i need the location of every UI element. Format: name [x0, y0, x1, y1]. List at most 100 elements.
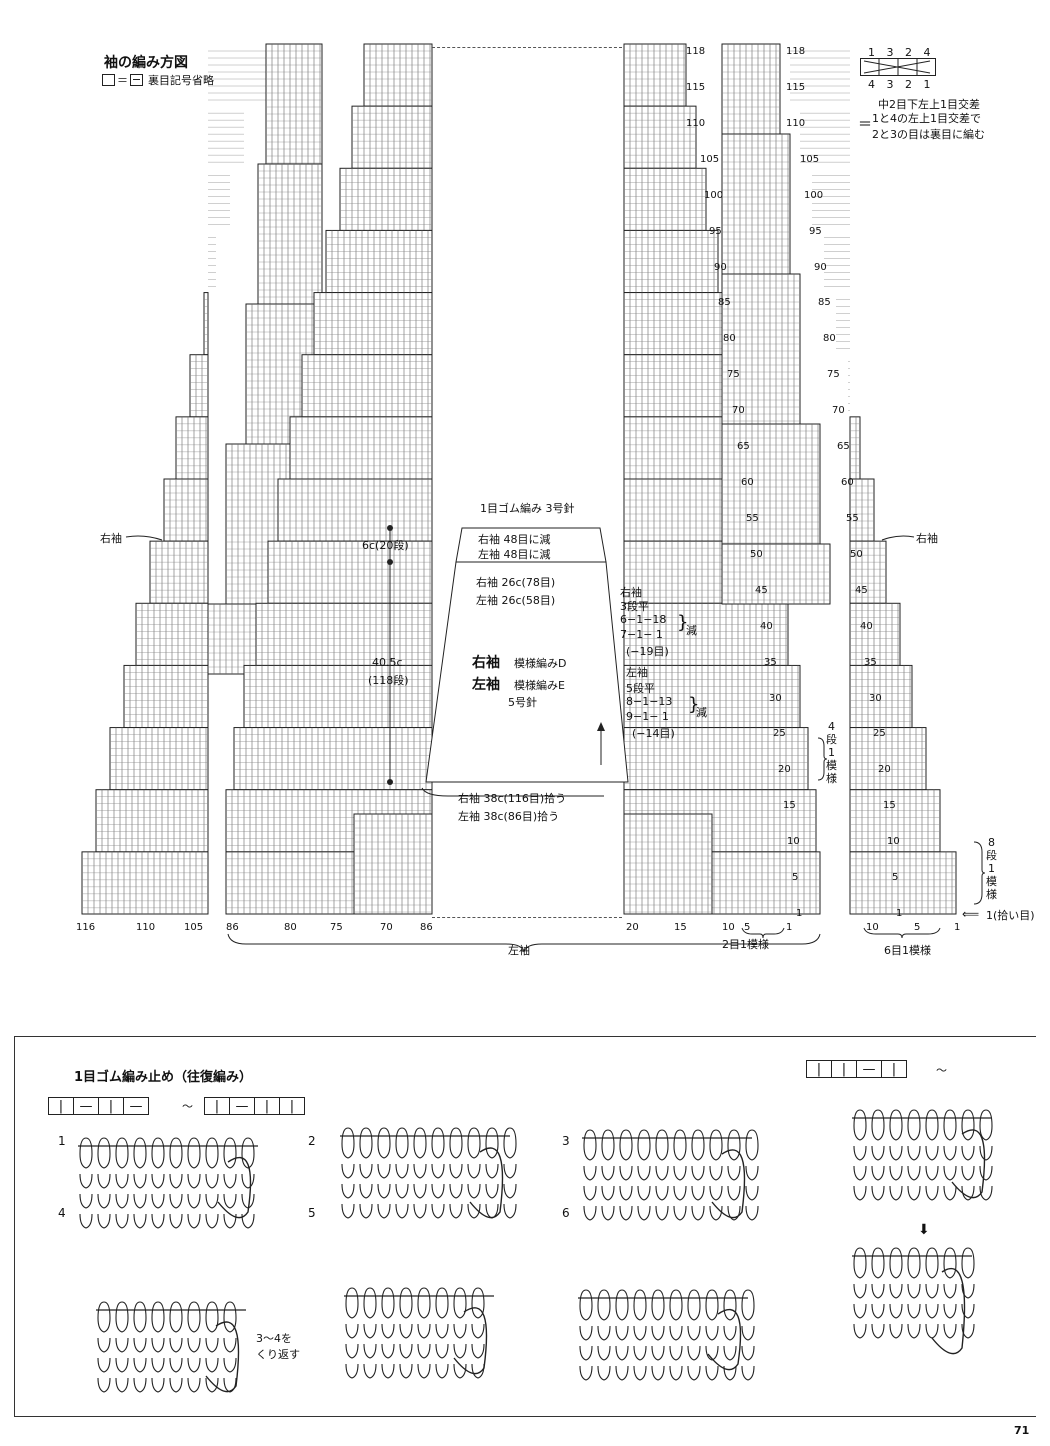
row-number: 40	[760, 620, 773, 632]
ls-pattern: 模様編みE	[514, 679, 565, 692]
shaping-line: (−14目)	[632, 727, 675, 740]
pickup-arrow-icon: ⟸	[962, 907, 980, 921]
symbol-row-a: |—|—	[48, 1097, 149, 1115]
row-number: 85	[818, 297, 831, 309]
axis-tick-label: 110	[136, 922, 156, 933]
row-number: 105	[700, 153, 720, 165]
row-number: 95	[809, 225, 822, 237]
two-st-repeat-label: 2目1模様	[722, 938, 769, 951]
shaping-line: 6−1−18	[620, 613, 667, 626]
chart-block	[623, 813, 713, 915]
rs-pattern: 模様編みD	[514, 657, 567, 670]
chart-block	[81, 851, 209, 915]
body-height-rows: (118段)	[368, 674, 409, 687]
step-number: 3	[562, 1134, 570, 1148]
body-height-label: 40.5c	[372, 656, 403, 669]
chart-block	[849, 851, 957, 915]
chart-block	[849, 416, 861, 480]
chart-block	[277, 478, 433, 542]
legend-equals: ＝	[117, 74, 128, 87]
row-number: 110	[786, 117, 806, 129]
shaping-line: 9−1− 1	[626, 710, 669, 723]
row-number: 95	[709, 225, 722, 237]
row-number: 35	[864, 656, 877, 668]
eight-row-brace	[973, 841, 986, 905]
knit-symbol: |	[279, 1097, 305, 1115]
right-sleeve-label-left: 右袖	[100, 532, 122, 545]
step-number: 4	[58, 1206, 66, 1220]
ls-shaping-title: 左袖	[626, 666, 648, 679]
shaping-line: 7−1− 1	[620, 628, 663, 641]
chart-block	[289, 416, 433, 480]
chart-block	[233, 727, 433, 791]
chart-block	[623, 727, 809, 791]
chart-block	[189, 354, 209, 418]
step-6-illustration	[578, 1289, 755, 1381]
row-number: 90	[714, 261, 727, 273]
row-number: 90	[814, 261, 827, 273]
chart-block	[363, 43, 433, 107]
left-sleeve-label-bottom: 左袖	[508, 944, 530, 957]
cable-key-equals: ＝	[858, 117, 872, 133]
eight-row-repeat-label: 8 段 1 模 様	[986, 836, 997, 901]
axis-tick-label: 86	[226, 922, 239, 933]
section-divider	[14, 1036, 1036, 1037]
row-number: 10	[787, 836, 800, 848]
sleeve-schematic	[387, 525, 629, 785]
axis-tick-label: 5	[914, 922, 921, 933]
knit-symbol: |	[806, 1060, 832, 1078]
step-number: 2	[308, 1134, 316, 1148]
repeat-note-1: 3～4を	[256, 1332, 292, 1345]
right-sleeve-label-right: 右袖	[916, 532, 938, 545]
step-1-illustration	[78, 1137, 258, 1229]
row-number: 5	[892, 872, 899, 884]
purl-symbol: —	[123, 1097, 149, 1115]
knit-symbol: |	[48, 1097, 74, 1115]
purl-symbol: —	[73, 1097, 99, 1115]
chart-block	[267, 540, 433, 604]
row-number: 115	[686, 81, 706, 93]
legend: ＝ 裏目記号省略	[102, 72, 214, 88]
six-st-brace	[863, 927, 941, 939]
axis-tick-label: 20	[626, 922, 639, 933]
purl-symbol: —	[229, 1097, 255, 1115]
axis-tick-label: 86	[420, 922, 433, 933]
chart-block	[623, 292, 731, 356]
bind-off-title: 1目ゴム編み止め（往復編み）	[74, 1070, 253, 1085]
four-row-brace	[817, 737, 828, 781]
cable-key-line3: 2と3の目は裏目に編む	[872, 128, 985, 141]
row-number: 55	[846, 512, 859, 524]
step-2-illustration	[340, 1127, 517, 1219]
row-number: 30	[869, 692, 882, 704]
purl-symbol: —	[856, 1060, 882, 1078]
cable-key-line1: 中2目下左上1目交差	[878, 98, 980, 111]
chart-block	[175, 416, 209, 480]
axis-tick-label: 10	[866, 922, 879, 933]
legend-note: 裏目記号省略	[148, 74, 214, 87]
axis-tick-label: 1	[786, 922, 793, 933]
tilde-a: ～	[182, 1100, 193, 1113]
chart-block	[849, 727, 927, 791]
axis-tick-label: 5	[744, 922, 751, 933]
rs-name: 右袖	[472, 655, 500, 671]
row-number: 110	[686, 117, 706, 129]
left-sleeve-chart-left	[225, 43, 433, 915]
chart-block	[149, 540, 209, 604]
row-number: 105	[800, 153, 820, 165]
ls-name: 左袖	[472, 677, 500, 693]
two-st-brace	[741, 927, 785, 939]
row-number: 118	[786, 46, 806, 57]
step-5-illustration	[344, 1287, 494, 1379]
row-number: 70	[832, 405, 845, 417]
row-number: 65	[837, 441, 850, 453]
chart-block	[623, 167, 707, 231]
bottom-rule	[14, 1416, 1036, 1417]
ls-dec-word: 減	[696, 706, 707, 719]
step-number: 5	[308, 1206, 316, 1220]
chart-block	[243, 664, 433, 729]
axis-tick-label: 70	[380, 922, 393, 933]
step-4-illustration	[96, 1301, 246, 1393]
chart-block	[353, 813, 433, 915]
row-number: 40	[860, 620, 873, 632]
chart-block	[721, 43, 781, 135]
